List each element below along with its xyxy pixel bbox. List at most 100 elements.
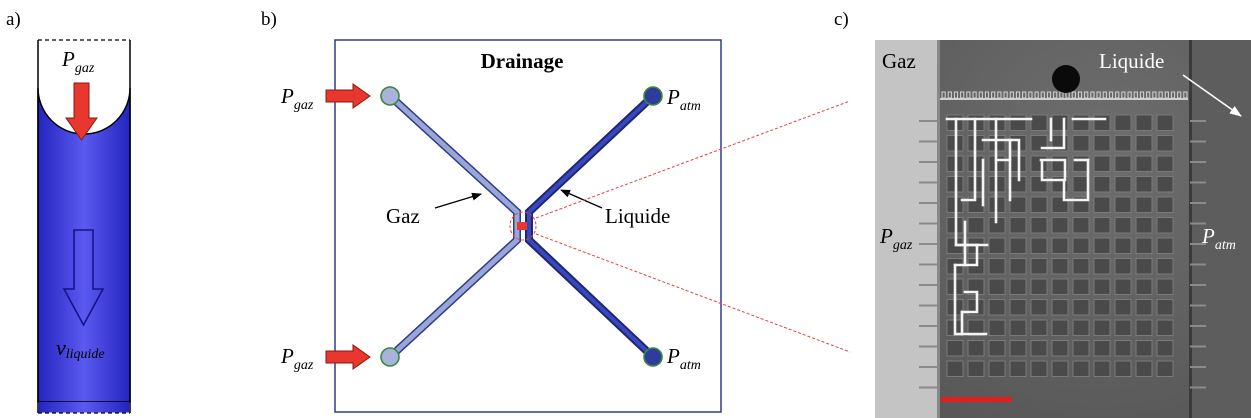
pore-cell	[1094, 156, 1110, 172]
pore-cell	[1010, 341, 1026, 357]
pore-cell	[1031, 238, 1047, 254]
pore-cell	[1031, 218, 1047, 234]
pore-cell	[1115, 361, 1131, 377]
pore-cell	[968, 218, 984, 234]
outlet-node-top	[644, 87, 662, 105]
panel-a: a) Pgaz vliquide	[6, 9, 130, 413]
pore-cell	[1136, 177, 1152, 193]
panel-c: c)	[834, 9, 1251, 418]
trapped-bubble	[1052, 65, 1080, 93]
gas-channel-label: Gaz	[386, 204, 420, 228]
pore-cell	[989, 279, 1005, 295]
pore-cell	[1136, 320, 1152, 336]
pore-cell	[1094, 197, 1110, 213]
pore-cell	[1073, 115, 1089, 131]
pore-cell	[1157, 279, 1173, 295]
outlet-node-bottom	[644, 348, 662, 366]
micrograph	[875, 40, 1251, 418]
inlet-pressure-bottom: Pgaz	[280, 344, 314, 373]
pore-cell	[1115, 177, 1131, 193]
pore-cell	[1094, 177, 1110, 193]
pore-cell	[1073, 136, 1089, 152]
pore-cell	[1031, 197, 1047, 213]
pore-cell	[1094, 361, 1110, 377]
pore-cell	[1010, 279, 1026, 295]
pore-cell	[1031, 279, 1047, 295]
pore-cell	[1073, 279, 1089, 295]
pore-cell	[1094, 218, 1110, 234]
panel-b: b) Drainage Pgaz Pgaz Patm Patm Gaz	[261, 9, 850, 412]
pore-cell	[1094, 320, 1110, 336]
pore-cell	[1031, 341, 1047, 357]
pore-cell	[1157, 361, 1173, 377]
pore-cell	[1115, 156, 1131, 172]
pore-cell	[968, 361, 984, 377]
pore-cell	[989, 320, 1005, 336]
pore-cell	[1052, 115, 1068, 131]
panel-c-label: c)	[834, 9, 849, 30]
pore-cell	[989, 300, 1005, 316]
pore-cell	[1031, 320, 1047, 336]
pore-cell	[1010, 361, 1026, 377]
pore-cell	[1115, 136, 1131, 152]
pore-cell	[1052, 259, 1068, 275]
pore-cell	[1031, 300, 1047, 316]
inlet-pressure-top: Pgaz	[280, 84, 314, 113]
pore-cell	[1136, 197, 1152, 213]
pore-cell	[1157, 136, 1173, 152]
pore-cell	[947, 361, 963, 377]
pore-cell	[1094, 238, 1110, 254]
pore-cell	[1052, 361, 1068, 377]
pore-cell	[1157, 238, 1173, 254]
pore-cell	[1073, 259, 1089, 275]
pore-cell	[1115, 197, 1131, 213]
pore-cell	[1073, 341, 1089, 357]
pore-cell	[1094, 136, 1110, 152]
pore-cell	[1031, 156, 1047, 172]
pore-cell	[1052, 279, 1068, 295]
pore-cell	[1031, 115, 1047, 131]
pore-cell	[1157, 177, 1173, 193]
panel-a-label: a)	[6, 9, 21, 30]
pore-cell	[989, 238, 1005, 254]
micrograph-liquid-label: Liquide	[1099, 49, 1164, 73]
pore-cell	[1010, 115, 1026, 131]
pore-cell	[1115, 341, 1131, 357]
pore-cell	[1010, 300, 1026, 316]
pore-cell	[1031, 259, 1047, 275]
pore-cell	[1136, 156, 1152, 172]
pore-cell	[1094, 279, 1110, 295]
inlet-node-top	[381, 87, 399, 105]
pore-cell	[1157, 259, 1173, 275]
pore-cell	[1157, 115, 1173, 131]
pore-cell	[1010, 197, 1026, 213]
liquid-channel-label: Liquide	[605, 204, 670, 228]
pore-cell	[1157, 320, 1173, 336]
pore-cell	[1094, 115, 1110, 131]
pore-cell	[1031, 361, 1047, 377]
pore-cell	[1136, 238, 1152, 254]
pore-cell	[947, 341, 963, 357]
pore-cell	[1157, 156, 1173, 172]
pore-cell	[1052, 300, 1068, 316]
inlet-node-bottom	[381, 348, 399, 366]
pore-network-marker	[517, 222, 527, 230]
pore-cell	[1157, 341, 1173, 357]
pore-cell	[989, 341, 1005, 357]
pore-cell	[1157, 300, 1173, 316]
gas-pressure-label: Pgaz	[61, 47, 95, 76]
pore-cell	[1052, 320, 1068, 336]
panel-b-label: b)	[261, 9, 277, 30]
chip-title: Drainage	[481, 49, 564, 73]
pore-cell	[968, 341, 984, 357]
pore-cell	[1094, 259, 1110, 275]
pore-cell	[1136, 341, 1152, 357]
pore-cell	[1010, 238, 1026, 254]
pore-cell	[1010, 259, 1026, 275]
pore-cell	[989, 361, 1005, 377]
pore-cell	[1094, 300, 1110, 316]
pore-cell	[1136, 361, 1152, 377]
pore-cell	[1157, 218, 1173, 234]
pore-cell	[1136, 115, 1152, 131]
pore-cell	[1052, 218, 1068, 234]
